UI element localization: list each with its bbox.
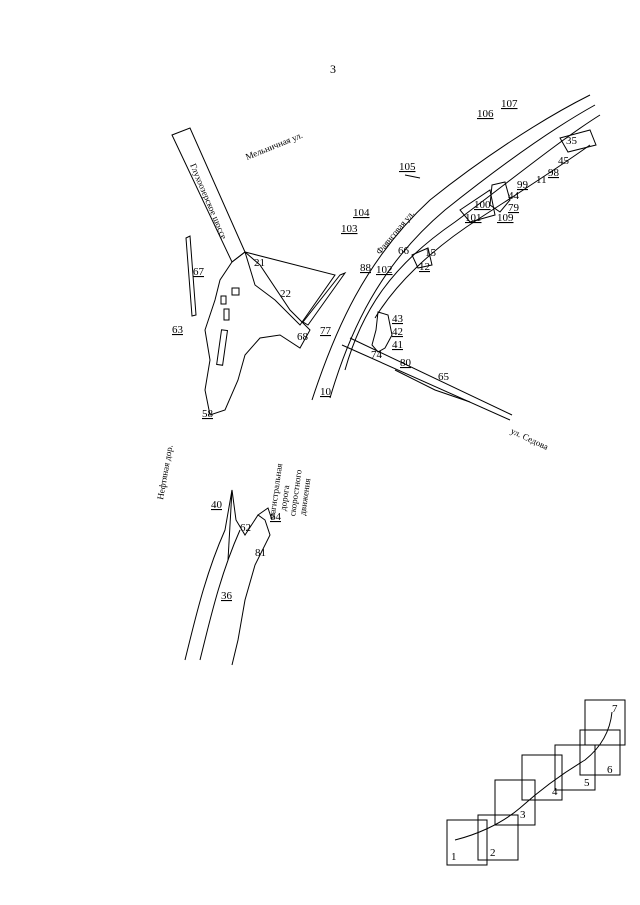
parcel-label-45: 45 (558, 155, 570, 167)
street-neftyanaya: Нефтяная дор. (155, 444, 174, 500)
index-sheets (446, 699, 626, 866)
parcel-label-58: 58 (202, 408, 214, 420)
parcel-label-63: 63 (172, 324, 184, 336)
parcel-label-21: 21 (254, 257, 265, 269)
parcel-label-98: 98 (548, 167, 560, 179)
parcel-67-strip (185, 235, 197, 317)
parcel-label-105: 105 (399, 161, 416, 173)
parcel-88-strip (302, 271, 347, 326)
building-1 (231, 287, 240, 296)
parcel-label-66: 66 (398, 245, 410, 257)
parcel-100-outline (489, 181, 511, 213)
index-sheet-3 (494, 779, 536, 826)
street-melnichnaya: Мельничная ул. (244, 130, 304, 162)
index-sheet-label-5: 5 (584, 777, 590, 789)
parcel-label-41: 41 (392, 339, 403, 351)
index-sheet-label-2: 2 (490, 847, 496, 859)
parcel-label-104: 104 (353, 207, 370, 219)
index-sheet-2 (477, 814, 519, 861)
parcel-label-100: 100 (474, 199, 491, 211)
parcel-label-99: 99 (517, 179, 529, 191)
parcel-label-36: 36 (221, 590, 233, 602)
building-2 (220, 295, 227, 305)
building-3 (223, 308, 230, 321)
index-sheet-5 (554, 744, 596, 791)
parcel-label-65: 65 (438, 371, 450, 383)
parcel-105-edge (404, 174, 421, 179)
parcel-label-101: 101 (465, 212, 482, 224)
page-number: 3 (330, 62, 336, 76)
index-sheet-7 (584, 699, 626, 746)
parcel-label-40: 40 (211, 499, 223, 511)
parcel-label-15: 15 (425, 247, 437, 259)
index-sheet-label-4: 4 (552, 786, 558, 798)
building-4 (216, 329, 229, 366)
parcel-43-41-outline (371, 311, 393, 353)
parcel-label-11: 11 (536, 174, 547, 186)
parcel-label-64: 64 (270, 511, 282, 523)
parcel-label-42: 42 (392, 326, 403, 338)
index-sheet-label-7: 7 (612, 703, 618, 715)
parcel-35-outline (559, 129, 597, 153)
parcel-label-67: 67 (193, 266, 205, 278)
street-magistral: магистральная дорога скоростного движени… (267, 463, 313, 520)
parcel-label-44: 44 (508, 190, 520, 202)
index-sheet-1 (446, 819, 488, 866)
parcel-label-12: 12 (419, 261, 430, 273)
parcel-label-68: 68 (297, 331, 309, 343)
svg-text:дорога: дорога (278, 484, 291, 511)
index-sheet-label-6: 6 (607, 764, 613, 776)
index-sheet-6 (579, 729, 621, 776)
parcel-label-103: 103 (341, 223, 358, 235)
selova-street (341, 337, 513, 421)
main-highway (311, 94, 601, 401)
street-fayansovaya: Фаянсовая ул. (374, 209, 416, 257)
bottom-section (184, 489, 273, 666)
parcel-label-22: 22 (280, 288, 291, 300)
parcel-15-outline (411, 247, 433, 269)
parcel-label-102: 102 (376, 264, 393, 276)
parcel-label-80: 80 (400, 357, 412, 369)
street-selova: ул. Седова (509, 426, 550, 452)
parcel-label-77: 77 (320, 325, 332, 337)
parcel-label-10: 10 (320, 386, 332, 398)
parcel-label-62: 62 (240, 522, 251, 534)
parcel-label-35: 35 (566, 135, 578, 147)
parcel-label-43: 43 (392, 313, 404, 325)
index-sheet-4 (521, 754, 563, 801)
parcel-label-109: 109 (497, 212, 514, 224)
parcel-label-88: 88 (360, 262, 372, 274)
parcel-label-106: 106 (477, 108, 494, 120)
parcel-label-81: 81 (255, 547, 266, 559)
parcel-22-outline (244, 251, 336, 326)
parcel-101-outline (459, 189, 496, 223)
parcel-label-74: 74 (371, 349, 383, 361)
index-sheet-label-3: 3 (520, 809, 526, 821)
index-sheet-label-1: 1 (451, 851, 457, 863)
parcel-label-107: 107 (501, 98, 518, 110)
parcel-outline-left (204, 251, 311, 416)
fayansovaya-street-edge (374, 144, 591, 319)
parcel-label-79: 79 (508, 202, 520, 214)
